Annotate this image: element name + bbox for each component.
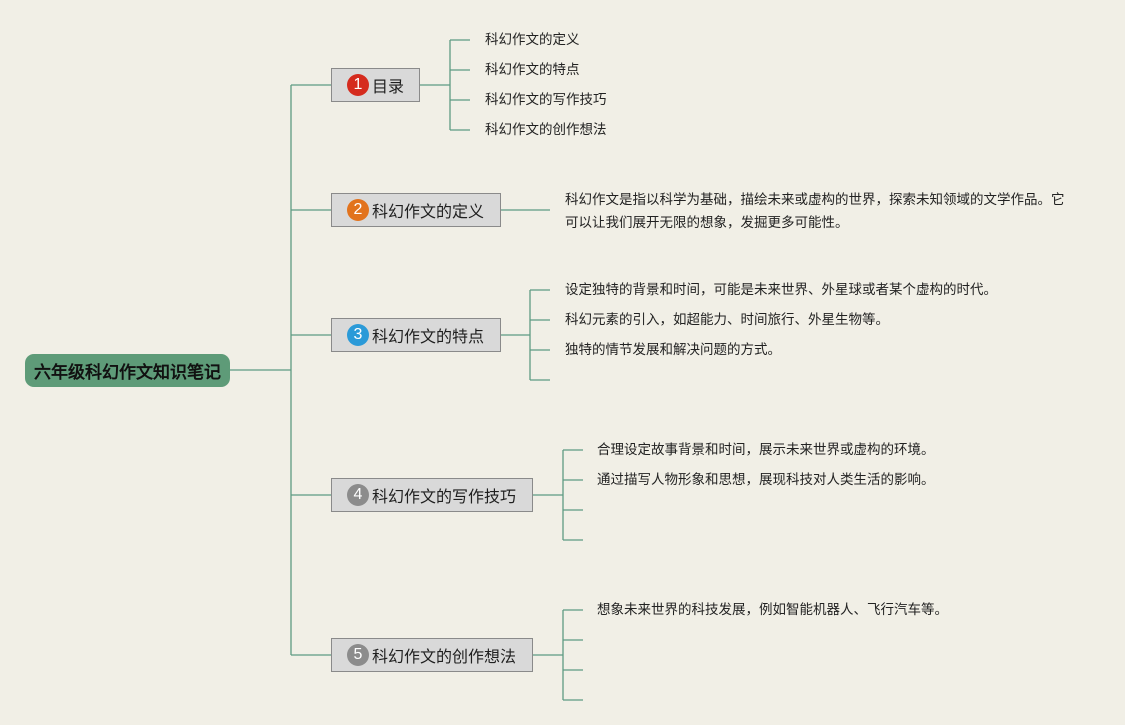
leaf-item[interactable]: 独特的情节发展和解决问题的方式。: [565, 342, 781, 358]
topic-node-contents[interactable]: 1 目录: [331, 68, 420, 102]
topic-label: 科幻作文的写作技巧: [372, 487, 517, 506]
leaf-item[interactable]: 通过描写人物形象和思想，展现科技对人类生活的影响。: [597, 472, 935, 488]
topic-node-writing-skills[interactable]: 4 科幻作文的写作技巧: [331, 478, 533, 512]
topic-node-features[interactable]: 3 科幻作文的特点: [331, 318, 501, 352]
topic-label: 目录: [372, 77, 405, 96]
topic-node-definition[interactable]: 2 科幻作文的定义: [331, 193, 501, 227]
leaf-item[interactable]: 科幻作文的写作技巧: [485, 92, 607, 108]
topic-label: 科幻作文的特点: [372, 327, 485, 346]
number-badge-5: 5: [347, 644, 369, 666]
leaf-item[interactable]: 合理设定故事背景和时间，展示未来世界或虚构的环境。: [597, 442, 935, 458]
leaf-item[interactable]: 科幻作文的特点: [485, 62, 580, 78]
number-badge-4: 4: [347, 484, 369, 506]
topic-label: 科幻作文的创作想法: [372, 647, 517, 666]
root-node[interactable]: 六年级科幻作文知识笔记: [25, 354, 230, 387]
leaf-item[interactable]: 科幻作文的创作想法: [485, 122, 607, 138]
leaf-item[interactable]: 科幻作文的定义: [485, 32, 580, 48]
leaf-item[interactable]: 想象未来世界的科技发展，例如智能机器人、飞行汽车等。: [597, 602, 948, 618]
number-badge-3: 3: [347, 324, 369, 346]
definition-paragraph[interactable]: 科幻作文是指以科学为基础，描绘未来或虚构的世界，探索未知领域的文学作品。它可以让…: [565, 192, 1065, 231]
leaf-item[interactable]: 设定独特的背景和时间，可能是未来世界、外星球或者某个虚构的时代。: [565, 282, 997, 298]
topic-label: 科幻作文的定义: [372, 202, 485, 221]
number-badge-1: 1: [347, 74, 369, 96]
root-label: 六年级科幻作文知识笔记: [34, 363, 221, 383]
number-badge-2: 2: [347, 199, 369, 221]
leaf-item[interactable]: 科幻元素的引入，如超能力、时间旅行、外星生物等。: [565, 312, 889, 328]
topic-node-creative-ideas[interactable]: 5 科幻作文的创作想法: [331, 638, 533, 672]
